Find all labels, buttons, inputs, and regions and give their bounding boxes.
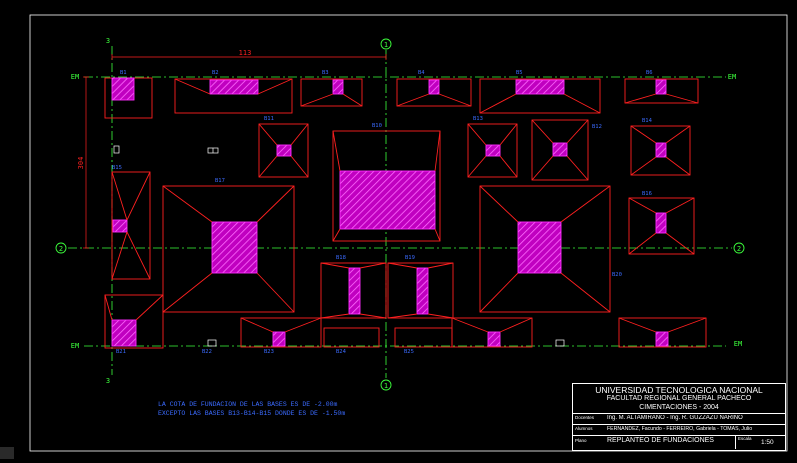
footings [104,77,707,349]
dim-top-span: 113 [239,49,252,57]
footing [618,317,707,348]
axis-label-3-bottom: 3 [106,377,110,385]
footing-label-b17: B17 [215,178,225,184]
title-block: UNIVERSIDAD TECNOLOGICA NACIONAL FACULTA… [572,383,786,451]
tb-docentes-label: Docentes [575,415,595,420]
tb-course: CIMENTACIONES - 2004 [639,404,719,411]
footing [300,78,363,107]
dim-left-span: 304 [77,157,85,170]
em-label-top-right: EM [728,73,736,81]
footing-label-b21: B21 [116,349,126,355]
tb-docentes: Ing. M. ALTAMIRANO - Ing. R. GUZZAZU NAR… [607,415,743,421]
footing [628,197,695,255]
em-label-top-left: EM [71,73,79,81]
footing-label-b1: B1 [120,70,127,76]
footing [104,77,153,119]
footing [394,327,453,348]
footing [396,78,472,107]
axis-label-3-top: 3 [106,37,110,45]
tb-escala-label: Escala [738,436,752,441]
footing-label-b18: B18 [336,255,346,261]
footing-label-b14: B14 [642,118,653,124]
axis-bubble-text: 1 1 2 2 3 3 EM EM EM EM [59,37,742,390]
em-label-bottom-left: EM [71,342,79,350]
axis-bubbles [55,38,745,391]
tb-plano: REPLANTEO DE FUNDACIONES [607,437,714,444]
footing-label-b22: B22 [202,349,212,355]
footing [467,123,518,178]
footing [479,185,611,313]
axis-label-2-right: 2 [737,245,741,253]
axis-label-1-top: 1 [384,41,388,49]
axis-bubble-1-top [380,38,392,50]
footing-label-b15: B15 [112,165,122,171]
tb-escala: 1:50 [761,439,774,446]
footing-label-b11: B11 [264,116,274,122]
footing [387,262,454,319]
axis-bubble-2-left [55,242,67,254]
footing-label-b25: B25 [404,349,414,355]
footing [332,130,441,242]
tb-alumnos: FERNANDEZ, Facundo - FERREIRO, Gabriela … [607,426,753,432]
footing [323,327,380,348]
footing-label-b4: B4 [418,70,425,76]
footing [531,119,589,181]
left-edge-mark [0,447,14,459]
footing-label-b19: B19 [405,255,415,261]
footing-label-b23: B23 [264,349,274,355]
footing-label-b3: B3 [322,70,329,76]
dimension-text: 113 304 [77,49,251,169]
footing [320,262,387,319]
footing [240,317,322,348]
footing-label-b2: B2 [212,70,219,76]
footing-label-b20: B20 [612,272,622,278]
axis-label-2-left: 2 [59,245,63,253]
footing [630,125,691,176]
footing [479,78,601,114]
footing [104,294,164,349]
note-line-2: EXCEPTO LAS BASES B13-B14-B15 DONDE ES D… [158,410,346,417]
footing-label-b10: B10 [372,123,382,129]
footing-label-b13: B13 [473,116,483,122]
em-label-bottom-right: EM [734,340,742,348]
footing [162,185,295,313]
axis-bubble-2-right [733,242,745,254]
axis-label-1-bottom: 1 [384,382,388,390]
tb-university: UNIVERSIDAD TECNOLOGICA NACIONAL [595,385,763,395]
footing [624,78,699,104]
tb-faculty: FACULTAD REGIONAL GENERAL PACHECO [606,395,752,402]
footing-label-b6: B6 [646,70,653,76]
footing [111,171,151,280]
tb-alumnos-label: Alumnos [575,426,593,431]
footing-label-b5: B5 [516,70,523,76]
drawing-frame [29,14,788,452]
footing-label-b12: B12 [592,124,602,130]
tb-plano-label: Plano [575,438,587,443]
footing [174,78,293,114]
footing [258,123,309,178]
footing-label-b16: B16 [642,191,652,197]
axis-bubble-1-bottom [380,379,392,391]
footing-label-b24: B24 [336,349,347,355]
footing [451,317,533,348]
note-line-1: LA COTA DE FUNDACION DE LAS BASES ES DE … [158,401,338,408]
markers [113,145,565,347]
dimension-lines [83,54,387,249]
